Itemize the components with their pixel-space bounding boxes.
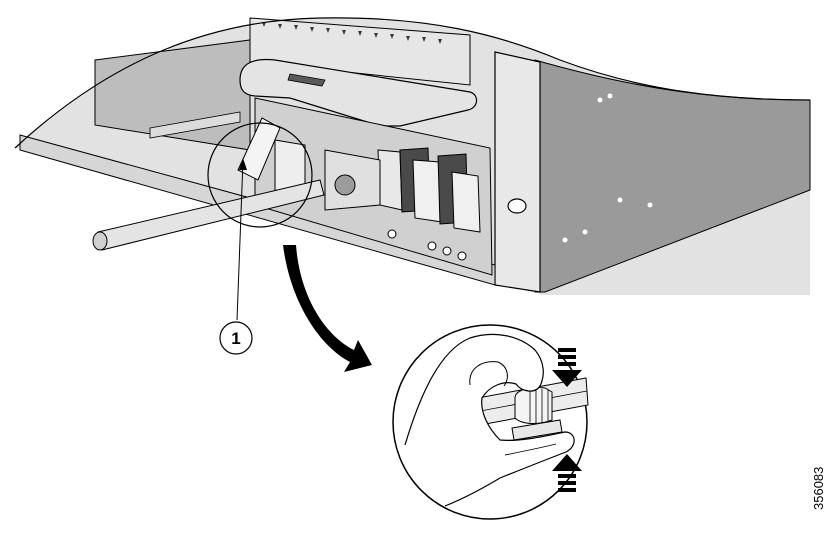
- push-down-arrow-icon: [552, 348, 582, 387]
- hand: [404, 333, 575, 507]
- figure-id: 356083: [811, 467, 826, 510]
- faceplate-screw: [387, 229, 397, 239]
- rack-ear-hole: [507, 198, 527, 214]
- faceplate-screw: [457, 251, 467, 261]
- callout-circle: [219, 321, 253, 355]
- chassis-cutaway: [14, 17, 811, 296]
- push-up-arrow-icon: [552, 454, 582, 492]
- detail-latch-ridges: [529, 389, 549, 423]
- latch-lever: [237, 117, 281, 181]
- module-connector-hole: [334, 174, 356, 196]
- callout-1: 1: [219, 158, 253, 355]
- detail-latch-knob: [514, 387, 553, 424]
- guide-rod-end: [92, 231, 108, 251]
- connector-strip: [249, 17, 471, 86]
- detail-magnifier-circle: [207, 122, 313, 228]
- faceplate-screw: [427, 241, 437, 251]
- rotation-arrow-icon: [283, 245, 372, 372]
- hand-finger-crease: [504, 443, 557, 456]
- chassis-slot-rail: [149, 111, 241, 139]
- power-switches: [377, 147, 481, 233]
- callout-number: 1: [231, 329, 240, 348]
- callout-leader-arrowhead: [239, 158, 247, 170]
- ejector-handle-grip: [287, 73, 326, 87]
- rack-mount-ear: [494, 51, 541, 293]
- detail-inset: [392, 324, 589, 520]
- callout-leader: [236, 159, 244, 321]
- connector-port-markers: [262, 22, 442, 44]
- rack-side-holes: [562, 93, 653, 243]
- hand-thumb: [469, 361, 508, 387]
- faceplate-screw: [442, 246, 452, 256]
- cutaway-edge: [14, 17, 811, 149]
